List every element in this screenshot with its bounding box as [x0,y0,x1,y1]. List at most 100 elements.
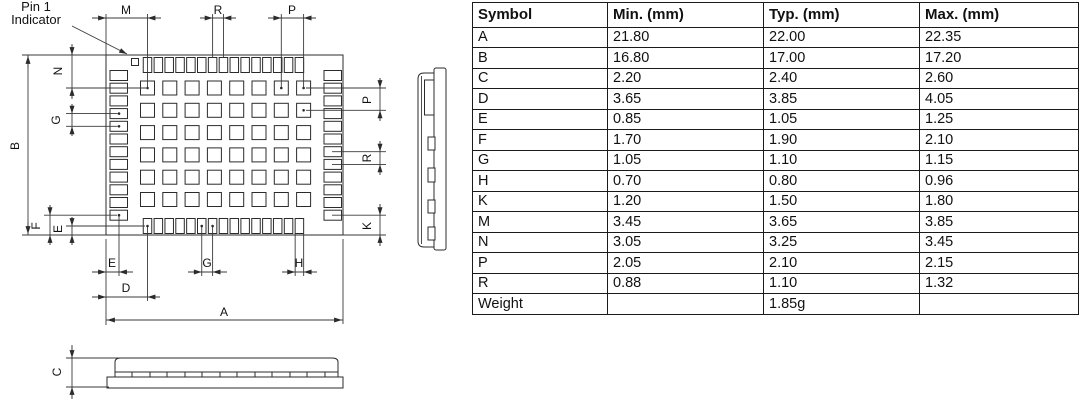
pad [162,192,178,207]
pad [273,169,289,185]
dim-label-k: K [360,222,374,230]
spec-cell: 2.60 [919,67,1079,89]
pad [206,147,222,163]
pad [251,192,267,207]
spec-cell: 1.32 [919,272,1079,294]
pad [251,218,261,234]
pad-center-dot [146,86,149,90]
pad [197,57,207,73]
spec-cell: E [472,108,608,130]
spec-cell: 1.85g [763,293,920,315]
pad [206,102,222,118]
package-side-view [417,67,447,251]
pin1-indicator-square [131,58,139,66]
dimension-lines-right [306,78,386,246]
pad [251,125,267,141]
pad-array [109,57,342,234]
spec-cell: A [472,26,608,48]
pad [229,218,240,234]
dim-label-g-left: G [49,115,63,124]
pad [184,80,200,96]
pad [218,218,229,234]
spec-cell: 1.90 [763,129,920,151]
spec-cell: 3.05 [607,231,764,253]
pad [109,133,128,145]
spec-cell: 2.15 [919,252,1079,274]
spec-cell: 0.80 [763,170,920,192]
pad-center-dot [117,112,121,115]
pad [296,125,312,141]
pad [109,146,128,158]
spec-header-cell: Typ. (mm) [763,2,920,28]
spec-cell: 1.05 [763,108,920,130]
spec-cell: M [472,211,608,233]
dim-label-d: D [122,281,131,295]
dimension-lines-left [22,44,146,245]
spec-cell: 0.70 [607,170,764,192]
pad [109,197,128,208]
pad [273,147,289,163]
pad [294,218,305,234]
pad [240,57,250,73]
dim-label-r-right: R [360,153,374,162]
pad [140,147,155,163]
spec-cell: 4.05 [919,88,1079,110]
pad [207,57,218,73]
package-bottom-view [22,14,386,325]
dim-label-g-bottom: G [202,256,211,270]
package-drawing: Pin 1 Indicator M R P B N G F E P R K E … [8,0,447,399]
dim-label-h: H [295,256,304,270]
pad [184,102,200,118]
pad [251,169,267,185]
spec-cell: 1.10 [763,272,920,294]
pad [186,57,196,73]
pad [140,125,155,141]
pad [323,133,342,145]
spec-header-cell: Symbol [472,2,608,28]
spec-cell: 1.10 [763,149,920,171]
spec-cell: D [472,88,608,110]
pad [323,197,342,208]
spec-cell: Weight [472,293,608,315]
spec-cell: 3.45 [919,231,1079,253]
pin1-leader-line [71,25,128,55]
dimension-lines-profile [66,345,120,399]
pad [162,169,178,185]
pad [273,192,289,207]
spec-cell: 1.70 [607,129,764,151]
package-profile-view [66,345,344,399]
pad [251,57,261,73]
pad [283,218,294,234]
pad [229,169,245,185]
pad [184,147,200,163]
pad [323,171,342,183]
pad [164,57,174,73]
pad [206,169,222,185]
pad [229,147,245,163]
pad [251,80,267,96]
spec-cell: 1.50 [763,190,920,212]
pad-center-dot [280,86,283,90]
pad [296,169,312,185]
dim-label-e-bottom: E [108,256,116,270]
pad [240,218,250,234]
dim-label-n: N [51,67,65,76]
pad-center-dot [117,213,121,217]
pad-center-dot [211,224,214,228]
pad-center-dot [302,86,305,90]
pad [140,102,155,118]
pin1-label-line2: Indicator [11,12,62,27]
pad [218,57,229,73]
dim-label-a: A [220,305,228,319]
spec-cell: 17.20 [919,47,1079,69]
